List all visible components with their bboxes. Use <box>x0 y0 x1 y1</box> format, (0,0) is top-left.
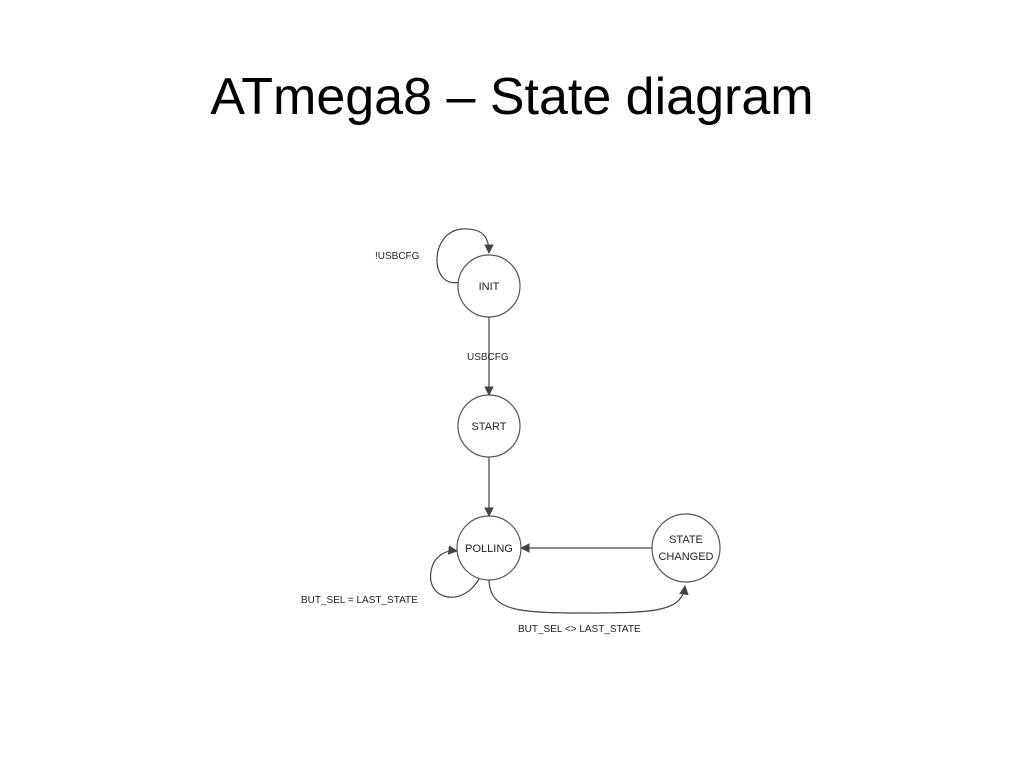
state-state-changed-label-line1: STATE <box>669 534 703 546</box>
transition-label-init-to-start: USBCFG <box>467 352 509 363</box>
state-polling: POLLING <box>456 515 522 581</box>
state-state-changed: STATE CHANGED <box>651 513 721 583</box>
transition-label-polling-self: BUT_SEL = LAST_STATE <box>301 595 418 606</box>
state-state-changed-label-line2: CHANGED <box>658 551 713 563</box>
transition-polling-to-state-changed <box>488 579 689 614</box>
state-state-changed-circle <box>651 513 721 583</box>
state-start-circle <box>457 394 521 458</box>
state-start-label: START <box>471 421 506 433</box>
state-init-circle <box>457 254 521 318</box>
transition-init-self-loop <box>436 228 494 284</box>
transition-polling-self-loop <box>430 545 481 598</box>
state-init-label: INIT <box>479 281 500 293</box>
state-start: START <box>457 394 521 458</box>
state-init: INIT <box>457 254 521 318</box>
state-polling-circle <box>456 515 522 581</box>
transition-label-init-self: !USBCFG <box>375 251 420 262</box>
slide-title: ATmega8 – State diagram <box>210 68 814 126</box>
state-polling-label: POLLING <box>465 543 513 555</box>
transition-label-polling-to-state-changed: BUT_SEL <> LAST_STATE <box>518 624 641 635</box>
